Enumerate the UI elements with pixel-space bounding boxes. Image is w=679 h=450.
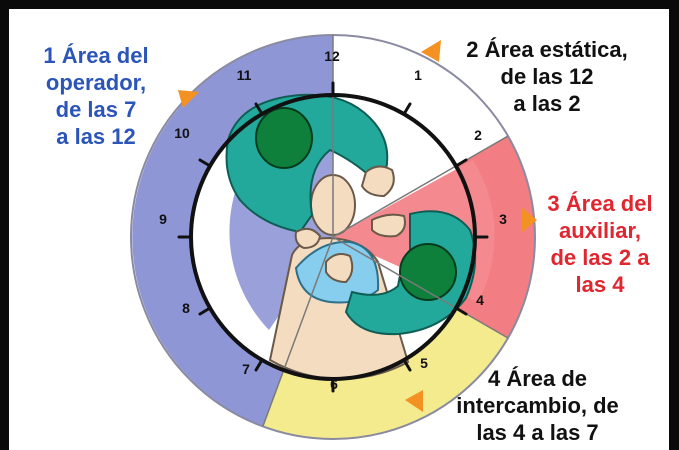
clock-numbers: 1 2 3 4 5 6 7 8 9 10 11 12: [159, 48, 507, 392]
tick-4: [454, 306, 468, 316]
operator-zone-label: 1 Área del operador, de las 7 a las 12: [20, 42, 172, 150]
clock-number-10: 10: [174, 125, 190, 141]
assistant-label-line-2: auxiliar,: [559, 218, 641, 243]
divider-4: [332, 236, 509, 339]
clock-number-2: 2: [474, 127, 482, 143]
operator-figure: [225, 93, 395, 250]
direction-arrows: [178, 40, 537, 412]
clock-number-12: 12: [324, 48, 340, 64]
exchange-label-line-3: las 4 a las 7: [476, 420, 599, 445]
tick-2: [454, 158, 468, 168]
clock-number-7: 7: [242, 361, 250, 377]
exchange-label-line-1: 4 Área de: [487, 366, 588, 391]
exchange-zone-label: 4 Área de intercambio, de las 4 a las 7: [430, 365, 645, 446]
divider-2: [332, 135, 509, 238]
tick-8: [198, 306, 212, 316]
arrow-operator: [178, 90, 199, 108]
zone-dividers: [262, 35, 509, 427]
static-label-line-3: a las 2: [513, 91, 581, 116]
arrow-exchange: [405, 390, 423, 412]
exchange-label-line-2: intercambio, de: [456, 393, 619, 418]
operator-label-line-2: operador,: [45, 70, 147, 95]
assistant-label-line-4: las 4: [575, 272, 625, 297]
operator-cap: [255, 107, 313, 169]
clock-number-6: 6: [330, 376, 338, 392]
assistant-figure: [325, 210, 477, 336]
operator-label-line-3: de las 7: [55, 97, 137, 122]
assistant-cap: [399, 243, 457, 301]
tick-10: [198, 158, 212, 168]
clock-number-9: 9: [159, 211, 167, 227]
assistant-label-line-1: 3 Área del: [547, 191, 653, 216]
assistant-zone-label: 3 Área del auxiliar, de las 2 a las 4: [525, 190, 675, 298]
clock-number-5: 5: [420, 355, 428, 371]
clock-number-3: 3: [499, 211, 507, 227]
arrow-static: [421, 40, 441, 62]
assistant-label-line-3: de las 2 a: [550, 245, 650, 270]
clock-ticks: [177, 81, 489, 393]
operator-hand-left: [294, 227, 322, 250]
tick-7: [254, 358, 264, 372]
clock-number-4: 4: [476, 292, 484, 308]
static-label-line-1: 2 Área estática,: [466, 37, 628, 62]
operator-label-line-4: a las 12: [56, 124, 136, 149]
clock-number-8: 8: [182, 300, 190, 316]
tick-1: [402, 102, 412, 116]
clock-number-1: 1: [414, 67, 422, 83]
operator-label-line-1: 1 Área del: [43, 43, 149, 68]
static-zone-label: 2 Área estática, de las 12 a las 2: [432, 36, 662, 117]
assistant-hand-lower: [325, 253, 354, 284]
operator-hand-right: [360, 165, 395, 198]
divider-7: [262, 236, 334, 427]
clock-number-11: 11: [237, 67, 252, 83]
static-label-line-2: de las 12: [500, 64, 594, 89]
assistant-hand-upper: [371, 213, 406, 238]
tick-11: [254, 102, 264, 116]
arrow-assistant: [521, 207, 537, 233]
tick-5: [402, 358, 412, 372]
